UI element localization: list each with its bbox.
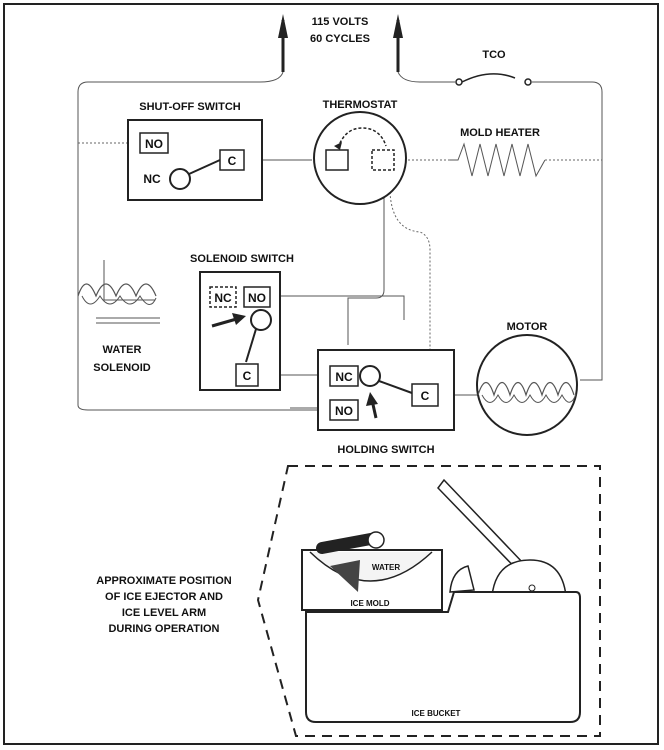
- motor-symbol: [476, 334, 578, 436]
- water-solenoid-label-2: SOLENOID: [93, 362, 151, 374]
- shutoff-no-label: NO: [145, 137, 163, 151]
- solenoid-c-label: C: [243, 369, 252, 383]
- solenoid-switch-title: SOLENOID SWITCH: [190, 253, 294, 265]
- ice-mold-label: ICE MOLD: [350, 599, 389, 608]
- motor-housing: [449, 559, 567, 597]
- diagram-frame: [3, 3, 659, 745]
- solenoid-arrow-head: [232, 313, 246, 325]
- solenoid-nc-label: NC: [214, 291, 232, 305]
- ice-mold-illustration: [301, 531, 443, 611]
- holding-c-label: C: [421, 389, 430, 403]
- holding-contact-arm: [378, 380, 413, 394]
- ice-mold-water-label: WATER: [372, 563, 401, 572]
- holding-pivot: [359, 365, 381, 387]
- shutoff-c-terminal: [219, 149, 245, 171]
- power-label-volts: 115 VOLTS: [312, 16, 369, 28]
- ice-bucket-label: ICE BUCKET: [412, 709, 461, 718]
- tco-label: TCO: [482, 49, 506, 61]
- ejector-note-line-4: DURING OPERATION: [108, 623, 219, 635]
- thermostat-title: THERMOSTAT: [323, 99, 398, 111]
- water-solenoid-label-1: WATER: [103, 344, 142, 356]
- shutoff-switch-title: SHUT-OFF SWITCH: [139, 101, 240, 113]
- solenoid-nc-terminal: [209, 286, 237, 308]
- holding-nc-label: NC: [335, 370, 353, 384]
- shutoff-c-label: C: [228, 154, 237, 168]
- motor-title: MOTOR: [507, 321, 548, 333]
- solenoid-contact-arm: [245, 328, 257, 363]
- solenoid-no-label: NO: [248, 291, 266, 305]
- holding-switch-title: HOLDING SWITCH: [337, 444, 434, 456]
- holding-c-terminal: [411, 383, 439, 407]
- ice-maker-enclosure: [256, 465, 601, 737]
- ejector-note-line-1: APPROXIMATE POSITION: [96, 575, 232, 587]
- holding-arrow-head: [366, 392, 378, 406]
- ejector-note-line-3: ICE LEVEL ARM: [122, 607, 206, 619]
- holding-nc-terminal: [329, 365, 359, 387]
- holding-no-label: NO: [335, 404, 353, 418]
- solenoid-pivot: [250, 309, 272, 331]
- ice-bucket-outline: [305, 591, 581, 723]
- thermostat-symbol: [313, 111, 407, 205]
- shutoff-pivot: [169, 168, 191, 190]
- mold-heater-title: MOLD HEATER: [460, 127, 540, 139]
- solenoid-c-terminal: [235, 363, 259, 387]
- solenoid-no-terminal: [243, 286, 271, 308]
- shutoff-nc-label: NC: [143, 172, 161, 186]
- power-input-arrows: [278, 14, 403, 72]
- mold-heater-resistor: [450, 142, 546, 178]
- power-label-cycles: 60 CYCLES: [310, 33, 370, 45]
- holding-no-terminal: [329, 399, 359, 421]
- shutoff-no-terminal: [139, 132, 169, 154]
- ejector-note-line-2: OF ICE EJECTOR AND: [105, 591, 223, 603]
- tco-symbol: [420, 73, 532, 86]
- water-solenoid-coil: [77, 283, 160, 324]
- shutoff-contact-arm: [188, 159, 221, 175]
